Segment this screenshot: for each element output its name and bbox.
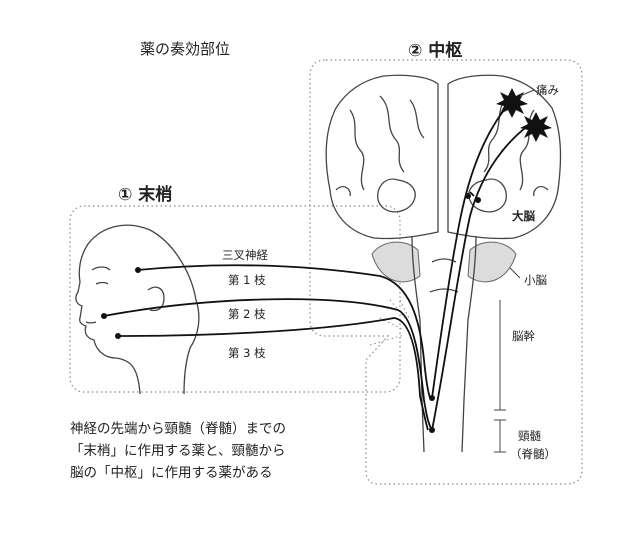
description-line-3: 脳の「中枢」に作用する薬がある: [70, 462, 273, 484]
cerebellum-label: 小脳: [524, 272, 547, 288]
cervical-label: 頸髄: [518, 428, 541, 444]
branch1-label: 第 1 枝: [228, 272, 266, 288]
diagram-title: 薬の奏効部位: [140, 38, 230, 59]
peripheral-label: ① 末梢: [118, 180, 172, 205]
trigeminal-label: 三叉神経: [222, 247, 268, 263]
cerebellum-shape: [372, 242, 516, 282]
brainstem-label: 脳幹: [512, 328, 535, 344]
peripheral-box: [70, 206, 400, 392]
pain-label: 痛み: [536, 82, 559, 98]
description-line-1: 神経の先端から頸髄（脊髄）までの: [70, 418, 286, 440]
spinal-label: （脊髄）: [510, 446, 556, 462]
description-line-2: 「末梢」に作用する薬と、頸髄から: [70, 440, 285, 462]
connector-lines: [370, 300, 410, 345]
branch2-label: 第 2 枝: [228, 306, 266, 322]
cerebrum-label: 大脳: [512, 208, 535, 224]
central-label: ② 中枢: [408, 36, 462, 61]
branch3-label: 第 3 枝: [228, 345, 266, 361]
